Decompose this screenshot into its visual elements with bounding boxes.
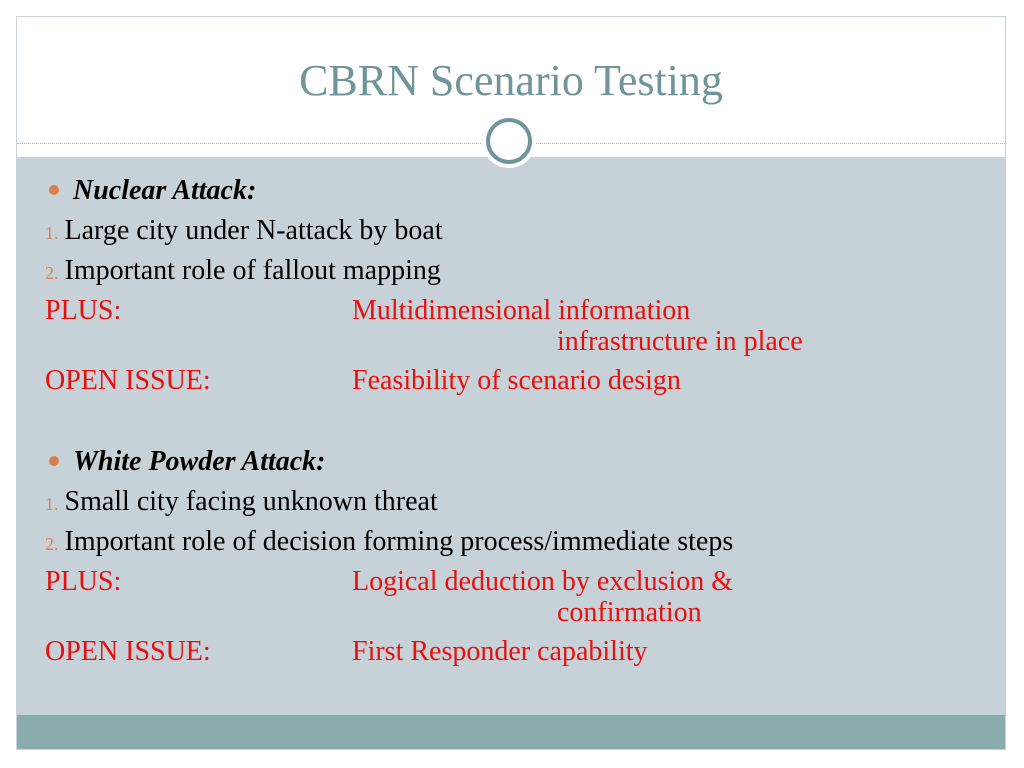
list-item: 1.Small city facing unknown threat [45, 486, 438, 520]
slide-title: CBRN Scenario Testing [299, 56, 723, 105]
plus-value-line2: infrastructure in place [557, 326, 803, 357]
list-item-text: Important role of decision forming proce… [64, 526, 734, 557]
plus-value-line2: confirmation [557, 597, 702, 628]
list-item: 1.Large city under N-attack by boat [45, 215, 443, 249]
list-item: 2.Important role of decision forming pro… [45, 526, 733, 560]
list-item-text: Important role of fallout mapping [64, 255, 441, 286]
list-item: 2.Important role of fallout mapping [45, 255, 441, 289]
section-heading-nuclear: Nuclear Attack: [49, 175, 256, 207]
open-issue-value: First Responder capability [352, 636, 648, 667]
open-issue-label: OPEN ISSUE: [45, 365, 211, 396]
circle-ornament-icon [486, 118, 532, 164]
slide: CBRN Scenario Testing Nuclear Attack: 1.… [16, 16, 1006, 750]
plus-value-line1: Multidimensional information [352, 295, 691, 326]
plus-label: PLUS: [45, 566, 122, 597]
section-heading-text: Nuclear Attack: [73, 175, 257, 206]
open-issue-label: OPEN ISSUE: [45, 636, 211, 667]
list-number: 2. [45, 534, 59, 554]
list-item-text: Small city facing unknown threat [64, 486, 438, 517]
list-item-text: Large city under N-attack by boat [64, 215, 443, 246]
content-area: Nuclear Attack: 1.Large city under N-att… [17, 157, 1005, 715]
plus-value-line1: Logical deduction by exclusion & [352, 566, 734, 597]
section-heading-white-powder: White Powder Attack: [49, 446, 326, 478]
open-issue-value: Feasibility of scenario design [352, 365, 681, 396]
bullet-dot-icon [49, 184, 59, 195]
list-number: 1. [45, 223, 59, 243]
bullet-dot-icon [49, 455, 59, 466]
plus-label: PLUS: [45, 295, 122, 326]
footer-band [17, 715, 1005, 749]
section-heading-text: White Powder Attack: [73, 446, 326, 477]
list-number: 2. [45, 263, 59, 283]
list-number: 1. [45, 494, 59, 514]
